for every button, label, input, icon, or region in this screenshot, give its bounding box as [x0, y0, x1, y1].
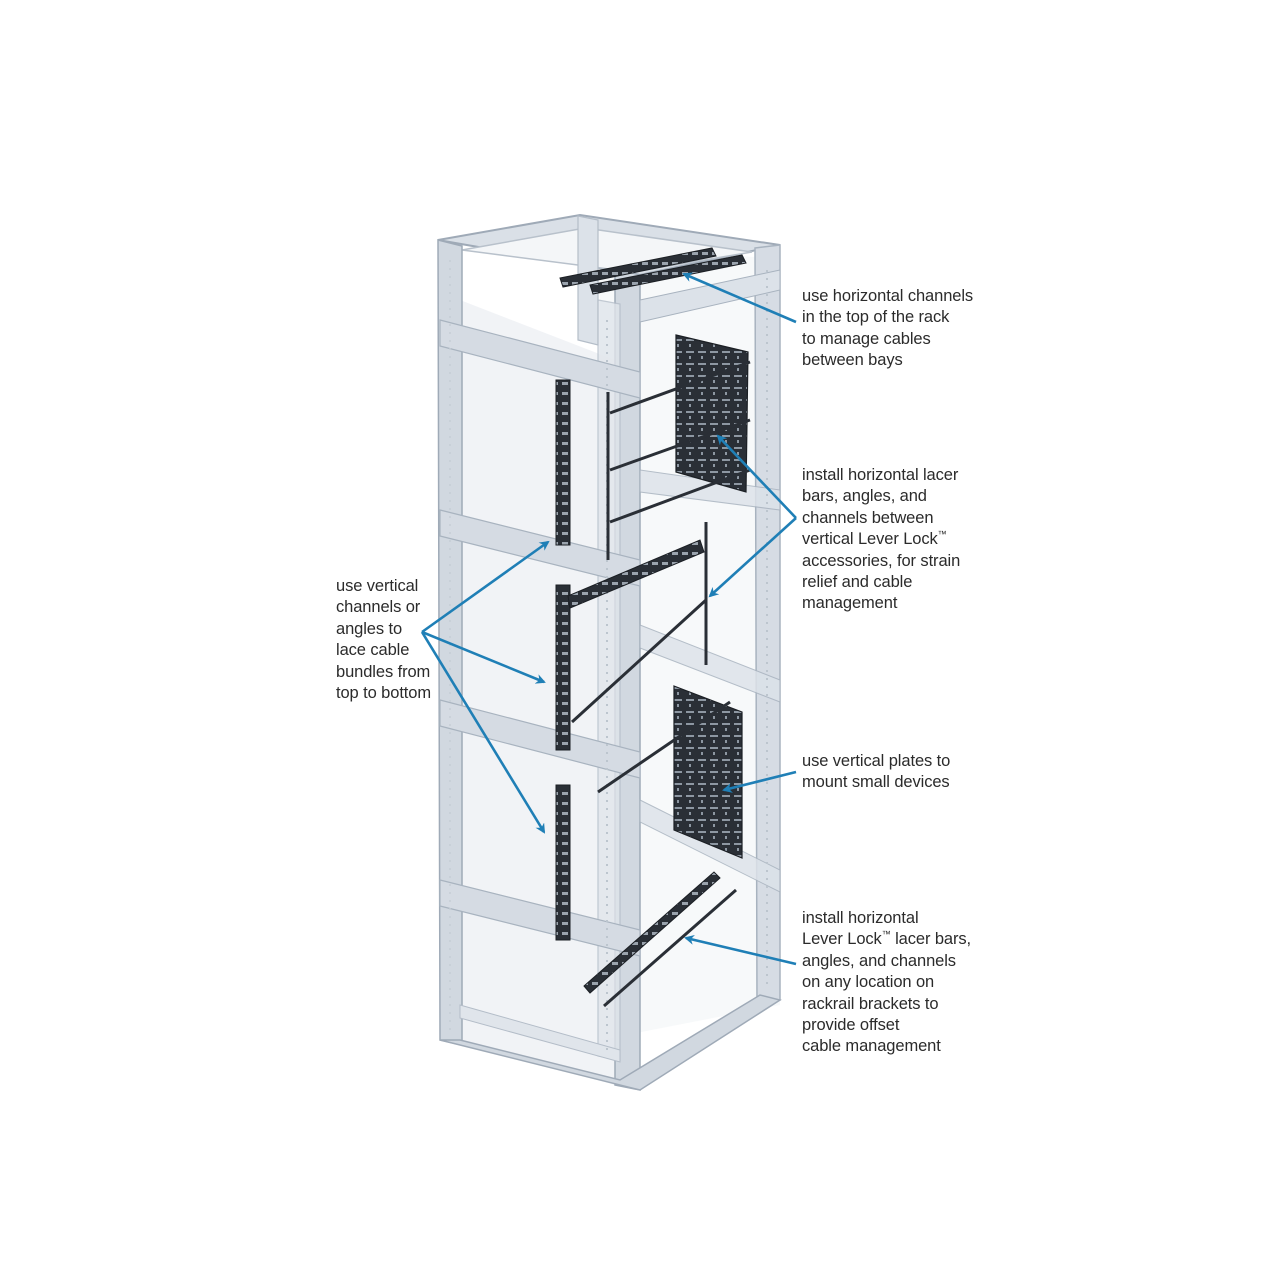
callout-line: Lever Lock™ lacer bars,: [802, 929, 971, 950]
arrow-lacer-lower: [708, 517, 797, 598]
callout-line: provide offset: [802, 1016, 900, 1035]
callout-text: vertical Lever Lock: [802, 530, 938, 549]
callout-line: to manage cables: [802, 329, 931, 348]
top-channel: [589, 254, 747, 295]
callout-line: in the top of the rack: [802, 308, 950, 327]
lever-lock-accessories: [555, 247, 751, 1008]
vertical-channel-middle: [555, 584, 571, 751]
callout-line: bundles from: [336, 662, 431, 681]
callout-line: cable management: [802, 1037, 941, 1056]
callout-line: rackrail brackets to: [802, 994, 939, 1013]
arrow-offset-mgmt: [684, 934, 797, 966]
callout-line: between bays: [802, 351, 903, 370]
callout-line: lace cable: [336, 641, 410, 660]
callout-line: use vertical: [336, 577, 419, 595]
callout-line: use vertical plates to: [802, 752, 951, 770]
trademark-mark: ™: [881, 929, 891, 940]
callout-line: on any location on: [802, 973, 935, 992]
arrow-vertical-lower: [420, 631, 546, 834]
callout-vertical-plates: use vertical plates to mount small devic…: [802, 751, 950, 794]
callout-line: channels between: [802, 508, 934, 527]
callout-lacer-bars: install horizontal lacer bars, angles, a…: [802, 465, 960, 615]
arrow-vertical-middle: [421, 630, 546, 684]
callout-top-channels: use horizontal channels in the top of th…: [802, 286, 973, 372]
callout-line: accessories, for strain: [802, 551, 961, 570]
arrow-vertical-plates: [722, 770, 797, 793]
callout-offset-management: install horizontal Lever Lock™ lacer bar…: [802, 908, 971, 1058]
horizontal-channel-bottom: [583, 871, 721, 994]
vertical-plate-upper: [675, 334, 749, 493]
callout-line: install horizontal: [802, 909, 919, 927]
vertical-channel-lower: [555, 784, 571, 941]
rack-frame: [437, 213, 782, 1091]
arrow-lacer-upper: [716, 434, 797, 519]
vertical-channel-upper: [555, 379, 571, 546]
arrow-vertical-upper: [421, 540, 550, 634]
horizontal-channel-middle: [567, 539, 705, 609]
top-channel: [559, 247, 717, 288]
callout-line: angles, and channels: [802, 951, 956, 970]
callout-line: angles to: [336, 619, 403, 638]
callout-line: install horizontal lacer: [802, 466, 959, 484]
callout-line: vertical Lever Lock™: [802, 529, 960, 550]
callout-line: bars, angles, and: [802, 487, 927, 506]
callout-line: management: [802, 594, 898, 613]
callout-text: lacer bars,: [890, 930, 972, 949]
callout-line: use horizontal channels: [802, 287, 974, 305]
callout-vertical-channels: use vertical channels or angles to lace …: [336, 576, 431, 704]
callout-line: relief and cable: [802, 573, 913, 592]
callout-line: channels or: [336, 598, 421, 617]
rack-bottom-frame: [439, 994, 782, 1091]
callout-arrows: [420, 272, 797, 966]
callout-line: mount small devices: [802, 773, 950, 792]
vertical-plate-lower: [673, 685, 743, 859]
rack-side-panel: [460, 300, 615, 1085]
callout-text: Lever Lock: [802, 930, 882, 949]
arrow-top-channels: [682, 272, 797, 324]
trademark-mark: ™: [937, 529, 947, 540]
callout-line: top to bottom: [336, 684, 432, 703]
